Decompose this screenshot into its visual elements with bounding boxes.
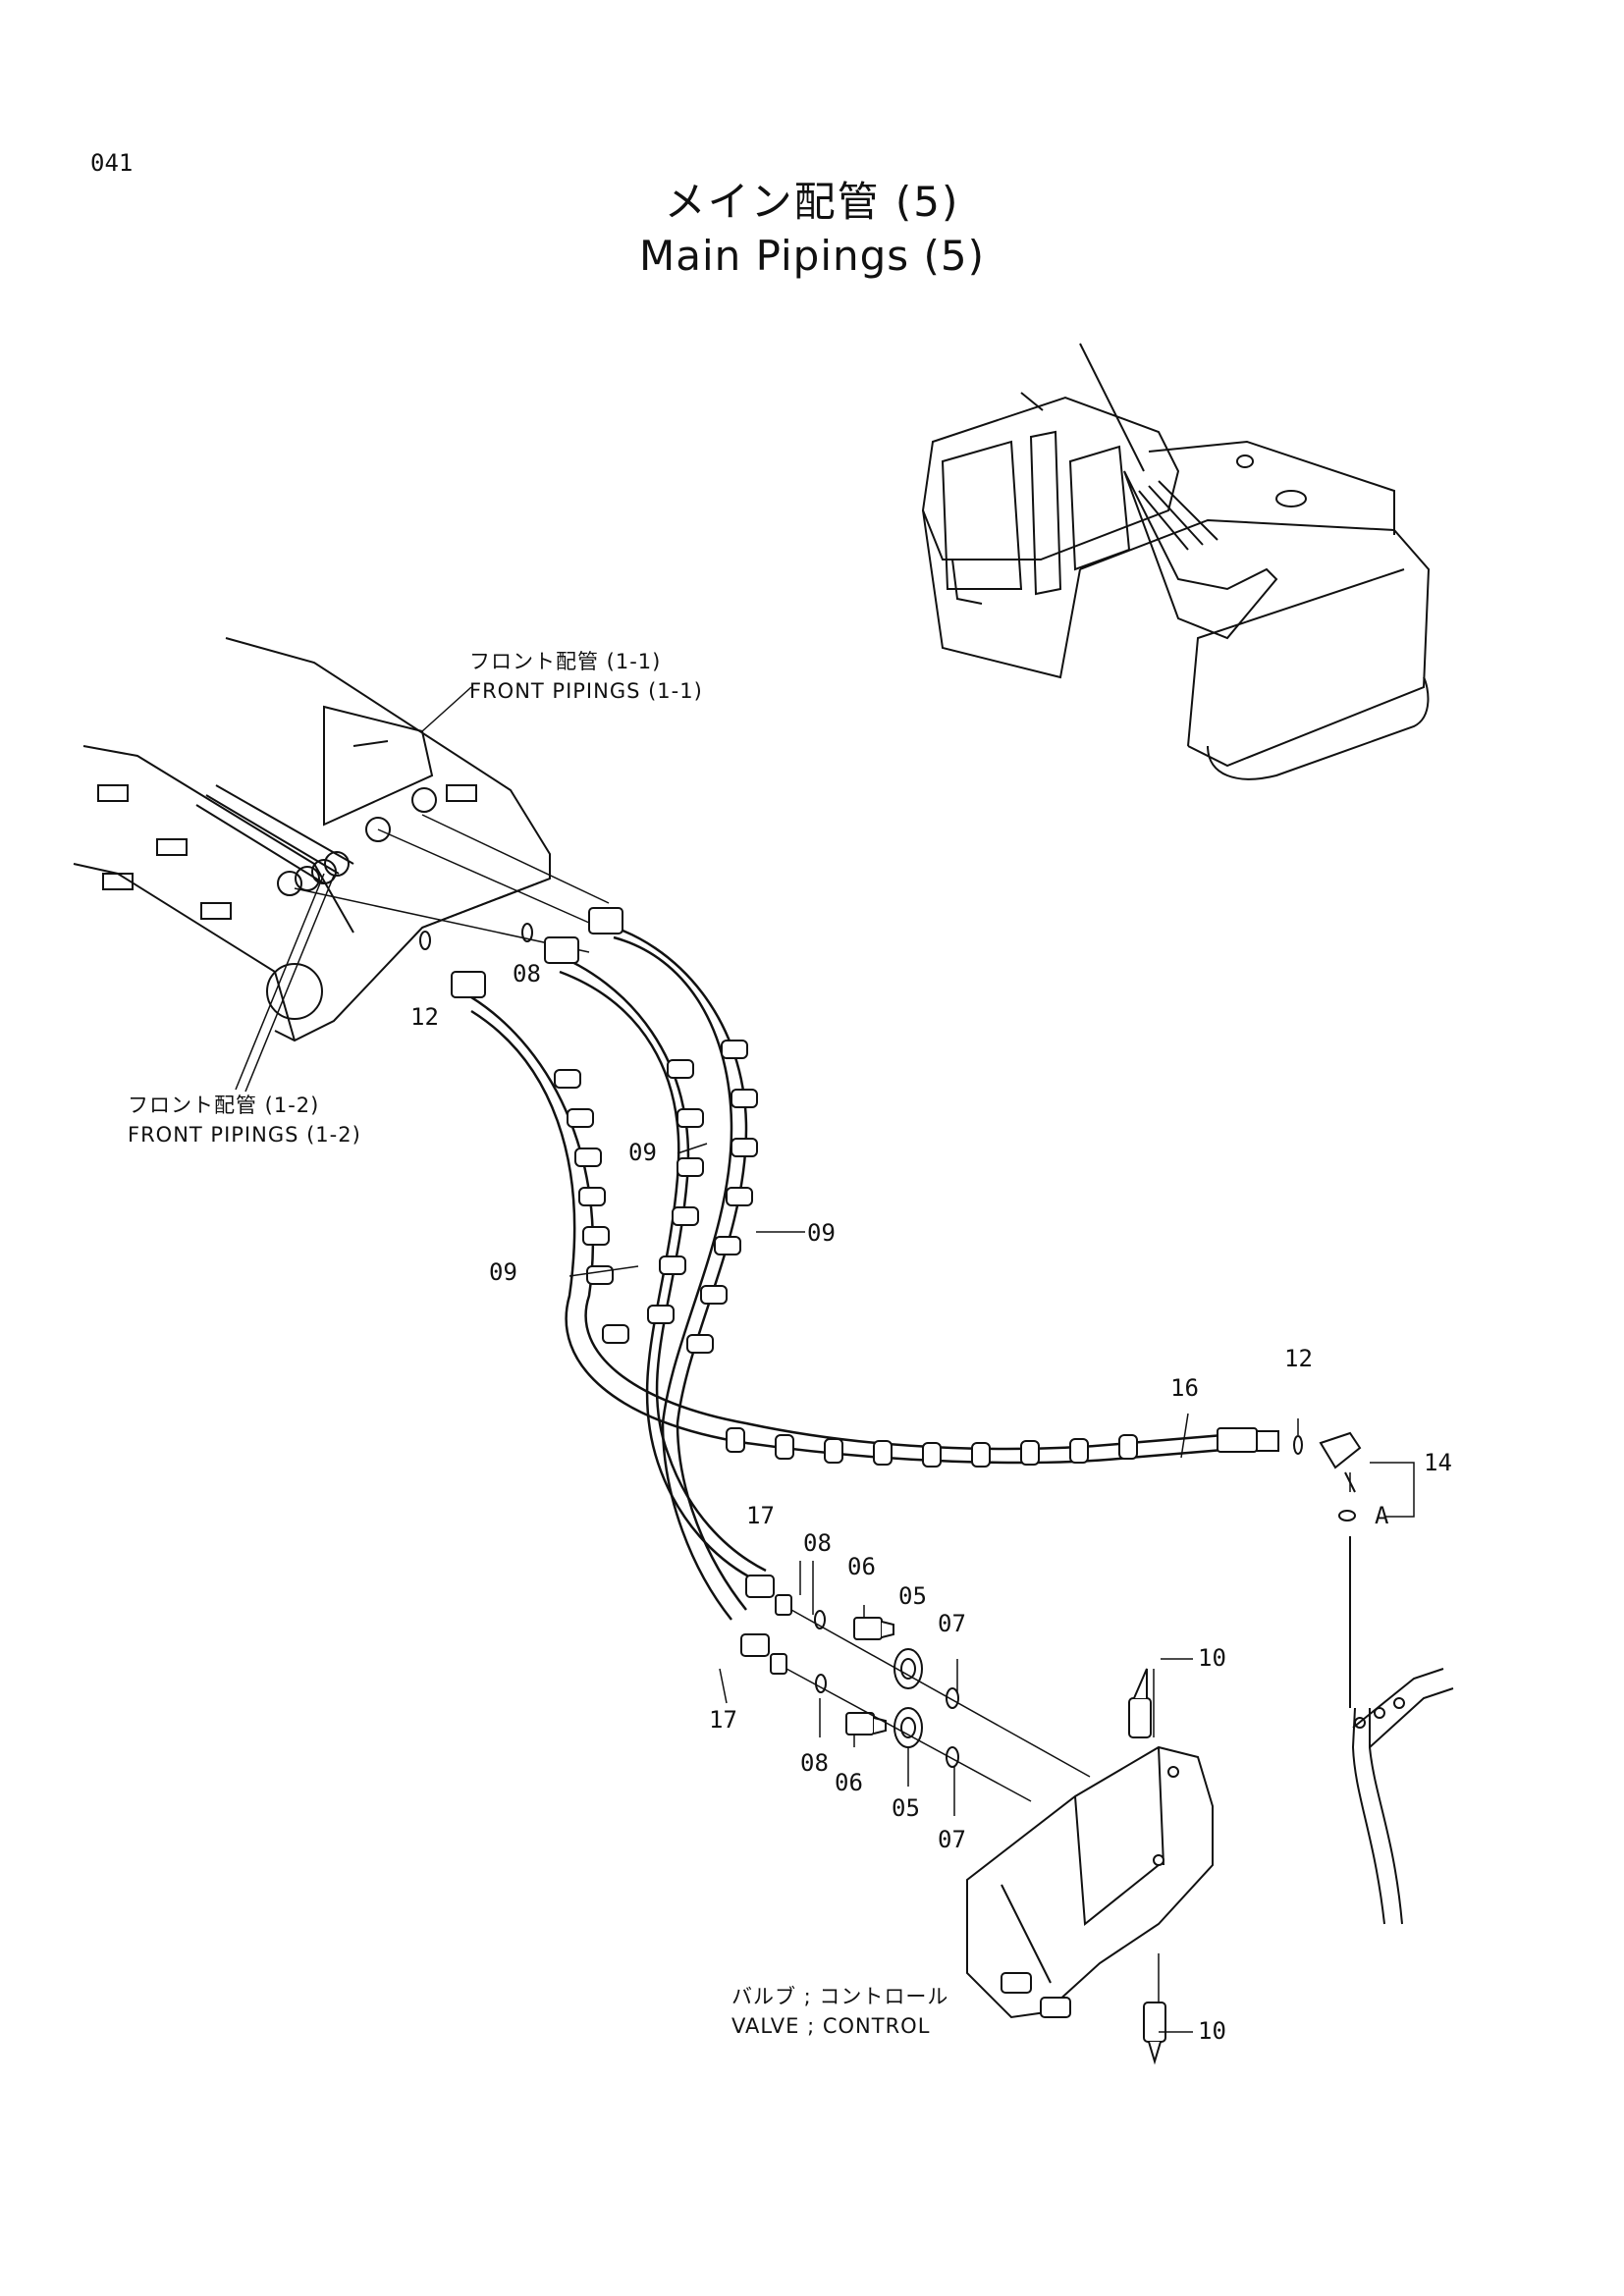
front-pipings-1-2-label-en: FRONT PIPINGS (1-2) xyxy=(128,1123,361,1147)
callout-17: 17 xyxy=(709,1706,737,1734)
callout-16: 16 xyxy=(1170,1374,1199,1402)
page-title-japanese: メイン配管 (5) xyxy=(664,178,960,226)
hoses-09 xyxy=(460,921,1248,1621)
callout-leaders xyxy=(568,1143,1415,2033)
valve-connection-parts xyxy=(740,1575,923,1748)
callout-09: 09 xyxy=(807,1219,836,1247)
callout-14: 14 xyxy=(1424,1449,1452,1476)
o-rings xyxy=(419,923,1356,1768)
assembly-leader-lines xyxy=(785,1472,1351,2002)
control-valve-label-en: VALVE ; CONTROL xyxy=(731,2014,931,2038)
reference-leader-lines xyxy=(235,686,610,1093)
control-valve-label-jp: バルブ ; コントロール xyxy=(731,1985,949,2008)
callout-08: 08 xyxy=(513,960,541,988)
callout-08: 08 xyxy=(803,1529,832,1557)
boom-assembly-illustration xyxy=(73,637,551,1042)
callout-05: 05 xyxy=(898,1582,927,1610)
callout-a: A xyxy=(1375,1502,1389,1529)
callout-06: 06 xyxy=(835,1769,863,1796)
callout-07: 07 xyxy=(938,1826,966,1853)
page-title-english: Main Pipings (5) xyxy=(638,232,986,280)
callout-12: 12 xyxy=(1284,1345,1313,1372)
callout-17: 17 xyxy=(746,1502,775,1529)
hose-end-fittings xyxy=(451,907,1279,1453)
callout-05: 05 xyxy=(892,1794,920,1822)
callout-07: 07 xyxy=(938,1610,966,1637)
callout-06: 06 xyxy=(847,1553,876,1580)
callout-10: 10 xyxy=(1198,1644,1226,1672)
callout-08: 08 xyxy=(800,1749,829,1777)
callout-09: 09 xyxy=(489,1258,517,1286)
callout-10: 10 xyxy=(1198,2017,1226,2045)
page-number: 041 xyxy=(90,149,134,177)
callout-12: 12 xyxy=(410,1003,439,1031)
elbow-fitting-and-pipe xyxy=(1319,1431,1454,1925)
excavator-overview-illustration xyxy=(921,343,1431,780)
hose-spiral-guards xyxy=(554,1040,1138,1468)
front-pipings-1-1-label-en: FRONT PIPINGS (1-1) xyxy=(469,679,703,703)
callout-09: 09 xyxy=(628,1139,657,1166)
front-pipings-1-1-label-jp: フロント配管 (1-1) xyxy=(469,650,662,673)
front-pipings-1-2-label-jp: フロント配管 (1-2) xyxy=(128,1094,320,1117)
control-valve-illustration xyxy=(966,1668,1214,2065)
